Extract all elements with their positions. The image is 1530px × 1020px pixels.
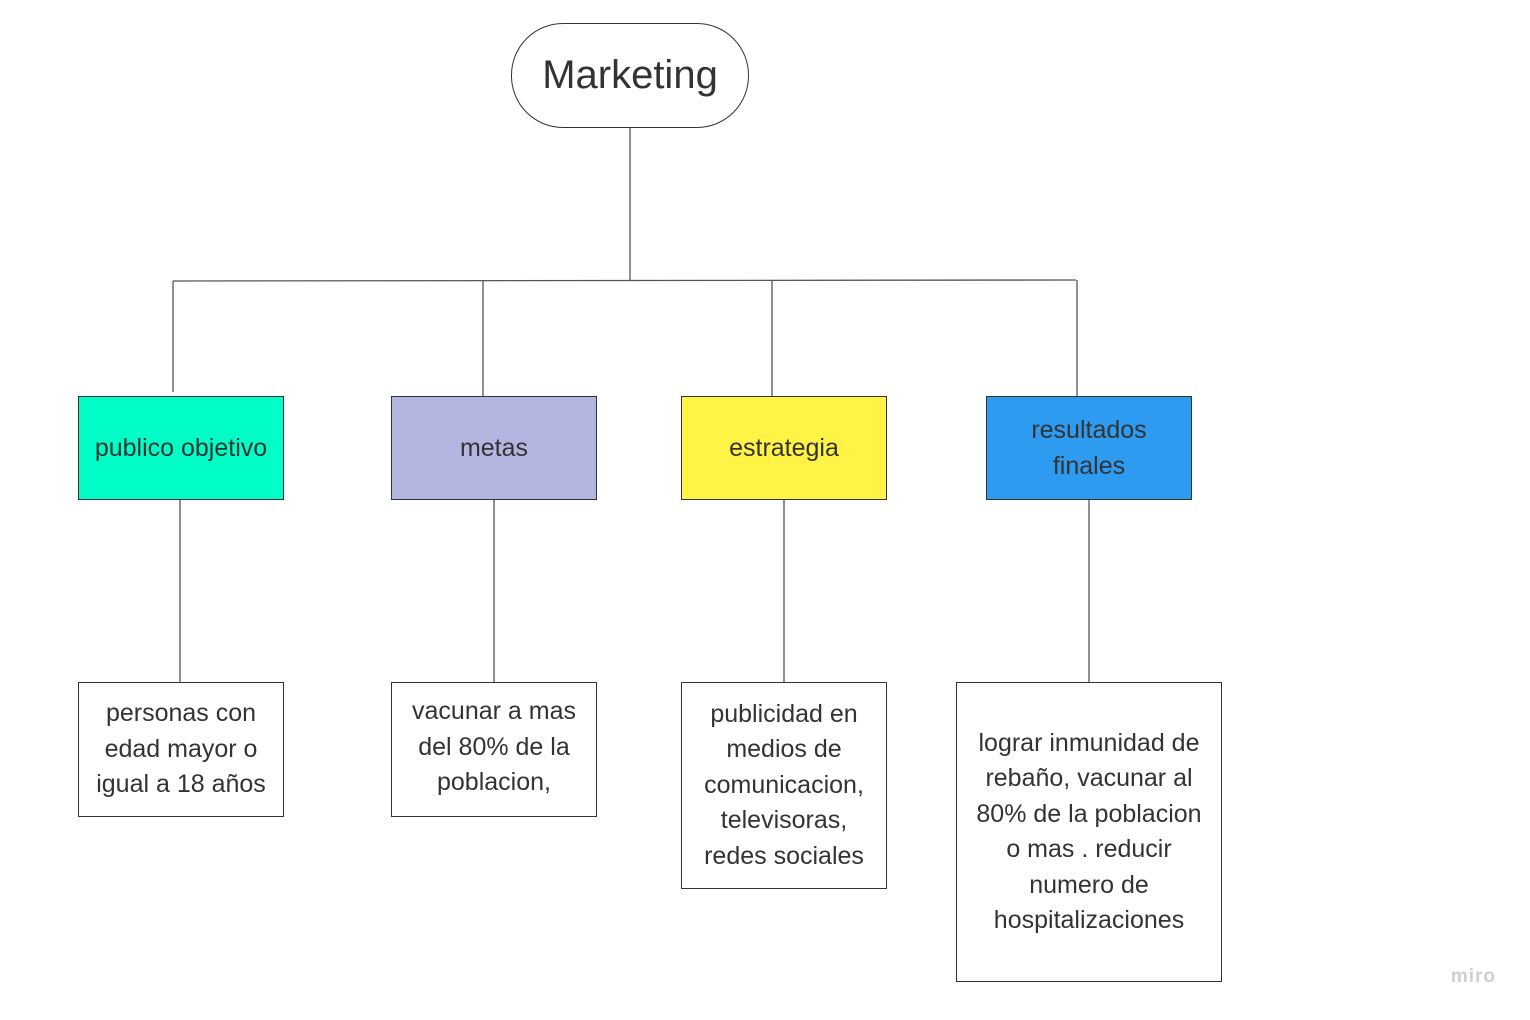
connector-horizontal-bus <box>172 279 1077 282</box>
detail-node-resultados-finales[interactable]: lograr inmunidad de rebaño, vacunar al 8… <box>956 682 1222 982</box>
category-label: estrategia <box>729 434 839 462</box>
detail-node-metas[interactable]: vacunar a mas del 80% de la poblacion, <box>391 682 597 817</box>
category-node-publico-objetivo[interactable]: publico objetivo <box>78 396 284 500</box>
category-node-metas[interactable]: metas <box>391 396 597 500</box>
detail-node-estrategia[interactable]: publicidad en medios de comunicacion, te… <box>681 682 887 889</box>
root-node-label: Marketing <box>542 53 718 97</box>
category-node-estrategia[interactable]: estrategia <box>681 396 887 500</box>
category-label: metas <box>459 434 529 462</box>
miro-watermark-logo: miro <box>1450 966 1496 987</box>
detail-text: lograr inmunidad de rebaño, vacunar al 8… <box>976 728 1202 935</box>
detail-node-publico-objetivo[interactable]: personas con edad mayor o igual a 18 año… <box>78 682 284 817</box>
category-label: resultados finales <box>1031 416 1147 480</box>
category-label: publico objetivo <box>94 434 268 462</box>
detail-text: vacunar a mas del 80% de la poblacion, <box>412 697 576 796</box>
root-node-marketing[interactable]: Marketing <box>511 23 749 128</box>
category-node-resultados-finales[interactable]: resultados finales <box>986 396 1192 500</box>
detail-text: publicidad en medios de comunicacion, te… <box>704 699 864 870</box>
detail-text: personas con edad mayor o igual a 18 año… <box>96 699 266 799</box>
